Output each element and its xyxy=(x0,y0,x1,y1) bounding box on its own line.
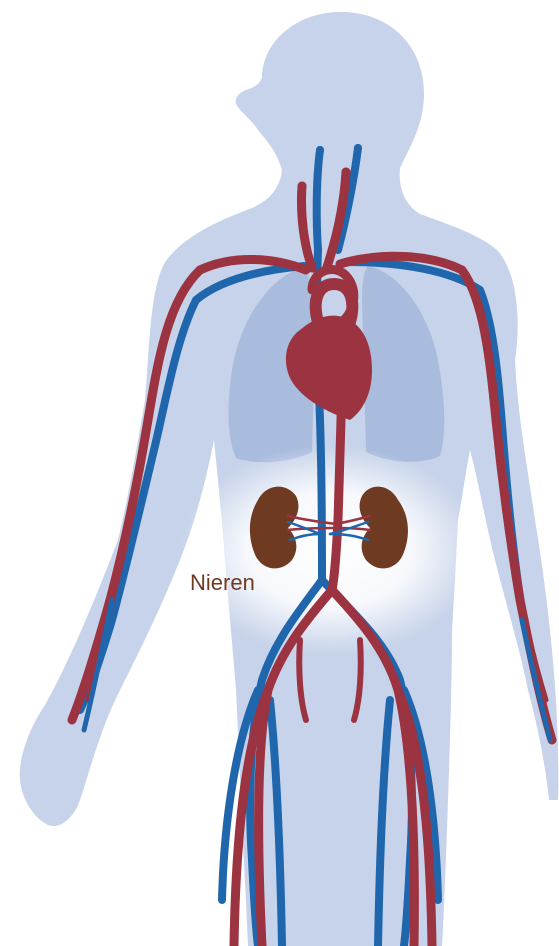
carotid-cap-right xyxy=(342,168,351,177)
abdomen-highlight xyxy=(180,445,480,655)
carotid-cap-left xyxy=(298,182,307,191)
jugular-cap-left xyxy=(316,146,324,154)
kidneys-label: Nieren xyxy=(190,570,255,595)
jugular-cap-right xyxy=(354,144,362,152)
